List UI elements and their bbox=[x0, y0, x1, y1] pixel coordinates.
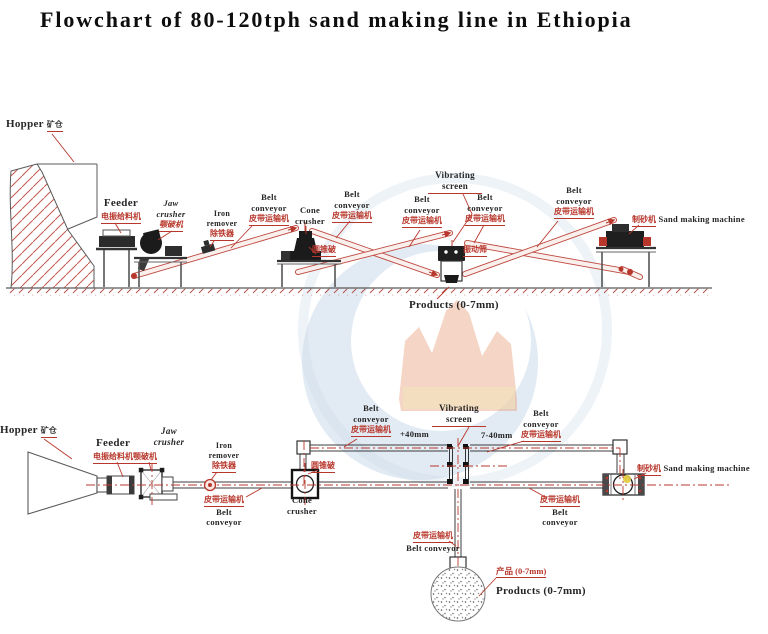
label-top-jaw-crusher: Jaw crusher 颚破机 bbox=[148, 198, 194, 233]
jaw-crusher-machine-top bbox=[134, 229, 187, 287]
label-bottom-hopper: Hopper 矿仓 bbox=[0, 424, 57, 438]
label-top-belt-conveyor-2: Belt conveyor 皮带运输机 bbox=[329, 189, 375, 224]
label-bottom-iron-remover: Iron remover 除铁器 bbox=[202, 441, 246, 473]
product-pile bbox=[430, 566, 486, 622]
jaw-crusher-plan-bottom bbox=[138, 467, 178, 501]
label-bottom-cone-crusher: Cone crusher bbox=[287, 495, 317, 516]
elbow-chute-cone bbox=[296, 440, 311, 455]
hopper-zh: 矿仓 bbox=[46, 120, 63, 132]
belt-conveyor-bands-top bbox=[131, 217, 643, 280]
label-bottom-products-zh: 产品 (0-7mm) bbox=[496, 566, 547, 579]
cone-crusher-plan-bottom bbox=[290, 468, 320, 500]
sand-making-machine-plan-bottom bbox=[602, 473, 645, 496]
label-bottom-jaw-crusher: Jaw crusher bbox=[153, 426, 185, 448]
label-top-vibrating-screen-zh: 振动筛 bbox=[463, 244, 487, 257]
top-elevation-diagram bbox=[6, 133, 712, 300]
watermark-logo bbox=[298, 173, 612, 487]
label-bottom-feeder-jaw-zh: 电振给料机颚破机 bbox=[93, 451, 157, 464]
label-top-sand-making-machine: 制砂机 Sand making machine bbox=[632, 214, 745, 227]
label-top-cone-crusher-zh: 圆锥破 bbox=[312, 244, 336, 257]
label-top-products: Products (0-7mm) bbox=[409, 299, 499, 311]
vibrating-screen-plan-bottom bbox=[447, 444, 469, 484]
leader-lines-bottom bbox=[43, 426, 647, 597]
feeder-machine-top bbox=[96, 229, 137, 287]
hopper-en: Hopper bbox=[6, 118, 44, 130]
belt-conveyor-lines-bottom bbox=[162, 444, 625, 557]
label-top-belt-conveyor-4: Belt conveyor 皮带运输机 bbox=[462, 192, 508, 227]
label-bottom-oversize: +40mm bbox=[400, 429, 430, 439]
label-top-cone-crusher: Cone crusher bbox=[295, 205, 325, 226]
label-bottom-products: Products (0-7mm) bbox=[496, 585, 586, 597]
label-top-belt-conveyor-3: Belt conveyor 皮带运输机 bbox=[399, 194, 445, 229]
label-top-feeder: Feeder 电振给料机 bbox=[98, 197, 144, 224]
bottom-plan-diagram bbox=[27, 426, 730, 622]
label-bottom-belt-conveyor-left: 皮带运输机 Belt conveyor bbox=[204, 495, 244, 528]
highlight-dot bbox=[623, 475, 631, 483]
label-top-belt-conveyor-5: Belt conveyor 皮带运输机 bbox=[550, 185, 598, 220]
label-bottom-belt-conveyor-right: 皮带运输机 Belt conveyor bbox=[540, 495, 580, 528]
label-bottom-belt-conveyor-top-left: Belt conveyor 皮带运输机 bbox=[346, 403, 396, 438]
crown-watermark-icon bbox=[399, 300, 517, 411]
centerlines-bottom bbox=[86, 438, 730, 568]
iron-remover-machine-top bbox=[200, 239, 216, 254]
label-bottom-middlings: 7-40mm bbox=[481, 430, 513, 440]
label-bottom-vibrating-screen: Vibrating screen bbox=[432, 403, 486, 427]
label-bottom-cone-crusher-zh: 圆锥破 bbox=[311, 460, 335, 473]
label-bottom-belt-conveyor-down: 皮带运输机 Belt conveyor bbox=[406, 531, 460, 553]
hopper-section-top bbox=[9, 163, 98, 289]
label-bottom-sand-making-machine: 制砂机 Sand making machine bbox=[637, 463, 750, 476]
label-top-hopper: Hopper 矿仓 bbox=[6, 118, 63, 132]
label-top-belt-conveyor-1: Belt conveyor 皮带运输机 bbox=[246, 192, 292, 227]
label-top-vibrating-screen: Vibrating screen bbox=[428, 170, 482, 194]
label-bottom-feeder: Feeder bbox=[96, 437, 131, 449]
cone-crusher-machine-top bbox=[277, 222, 341, 287]
iron-remover-plan-bottom bbox=[203, 478, 217, 492]
vibrating-screen-machine-top bbox=[436, 240, 465, 300]
label-top-iron-remover: Iron remover 除铁器 bbox=[200, 209, 244, 241]
sand-making-machine-top bbox=[596, 224, 656, 287]
page-title: Flowchart of 80-120tph sand making line … bbox=[40, 7, 633, 32]
leader-lines-top bbox=[51, 133, 640, 255]
label-bottom-belt-conveyor-top-right: Belt conveyor 皮带运输机 bbox=[516, 408, 566, 443]
hopper-plan-bottom bbox=[27, 451, 98, 515]
